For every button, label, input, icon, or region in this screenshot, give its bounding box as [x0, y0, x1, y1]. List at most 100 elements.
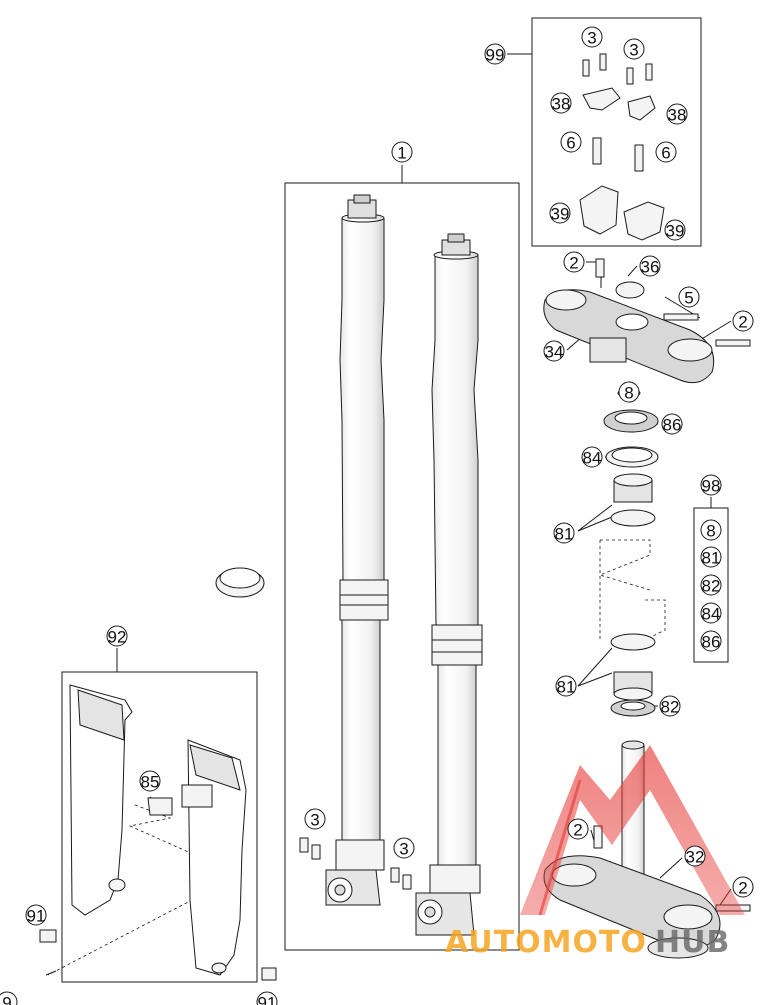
callout-c39a: 39	[549, 202, 571, 224]
callout-label: 3	[310, 811, 319, 830]
callout-c98: 98	[700, 474, 722, 496]
callout-label: 86	[663, 416, 682, 435]
callout-c86a: 86	[661, 413, 683, 435]
callout-label: 86	[702, 633, 721, 652]
callout-c6a: 6	[560, 131, 582, 153]
callout-c5: 5	[678, 286, 700, 308]
callout-c91b: 91	[256, 991, 278, 1005]
callout-label: 8	[706, 522, 715, 541]
callout-label: 6	[661, 144, 670, 163]
callout-label: 6	[566, 134, 575, 153]
guard-bolts	[39, 929, 277, 981]
fork-guard-box	[61, 671, 258, 983]
callout-circle	[25, 904, 47, 926]
callout-c8b: 8	[700, 519, 722, 541]
callout-label: 9	[2, 994, 11, 1005]
callout-c91a: 91	[25, 904, 47, 926]
callout-c2a: 2	[563, 251, 585, 273]
fork-assembly-box	[284, 182, 520, 951]
fork-leg-left	[325, 194, 389, 906]
callout-label: 81	[702, 549, 721, 568]
callout-label: 2	[569, 254, 578, 273]
callout-circle	[700, 519, 722, 541]
callout-c38b: 38	[666, 103, 688, 125]
callout-c8a: 8	[618, 381, 640, 403]
callout-c34: 34	[543, 340, 565, 362]
callout-c2d: 2	[732, 876, 754, 898]
callout-c81b: 81	[555, 675, 577, 697]
callout-c9: 9	[0, 991, 18, 1005]
callout-circle	[391, 141, 413, 163]
callout-label: 85	[141, 773, 160, 792]
callout-label: 82	[702, 577, 721, 596]
callout-label: 3	[587, 29, 596, 48]
watermark-logo-icon	[520, 745, 745, 916]
callout-circle	[732, 310, 754, 332]
callout-c92: 92	[106, 625, 128, 647]
callout-c39b: 39	[664, 219, 686, 241]
fork-leg-right	[415, 233, 483, 936]
callout-circle	[700, 574, 722, 596]
callout-circle	[659, 695, 681, 717]
callout-c82b: 82	[700, 574, 722, 596]
callout-circle	[655, 141, 677, 163]
callout-circle	[666, 103, 688, 125]
callout-c3b: 3	[623, 38, 645, 60]
callout-circle	[553, 522, 575, 544]
callout-label: 36	[641, 258, 660, 277]
callout-label: 84	[702, 605, 721, 624]
callout-label: 38	[552, 95, 571, 114]
callout-c99: 99	[484, 43, 506, 65]
callout-circle	[563, 251, 585, 273]
callout-c3c: 3	[304, 808, 326, 830]
callout-label: 1	[397, 144, 406, 163]
callout-label: 2	[573, 821, 582, 840]
watermark-text-part1: AUTOMOTO	[445, 925, 647, 960]
upper-triple-clamp	[543, 258, 751, 384]
clamp-kit-box	[531, 17, 702, 247]
callout-circle	[139, 770, 161, 792]
callout-c84a: 84	[581, 446, 603, 468]
callout-label: 39	[551, 205, 570, 224]
callout-label: 8	[624, 384, 633, 403]
clamp-kit-parts	[579, 53, 665, 241]
callout-circle	[555, 675, 577, 697]
callout-circle	[623, 38, 645, 60]
callout-label: 82	[661, 698, 680, 717]
callout-label: 81	[557, 678, 576, 697]
callout-circle	[393, 837, 415, 859]
callout-circle	[0, 991, 18, 1005]
callout-label: 91	[258, 994, 277, 1005]
callout-c81a: 81	[553, 522, 575, 544]
callout-circle	[700, 630, 722, 652]
callout-label: 34	[545, 343, 564, 362]
callout-label: 2	[738, 313, 747, 332]
callout-circle	[700, 546, 722, 568]
callout-circle	[661, 413, 683, 435]
callout-c82a: 82	[659, 695, 681, 717]
callout-circle	[664, 219, 686, 241]
callout-circle	[618, 381, 640, 403]
callout-c32: 32	[684, 845, 706, 867]
axle-clamp-bolts	[299, 837, 412, 890]
callout-c1: 1	[391, 141, 413, 163]
steering-bearing-stack	[603, 388, 659, 717]
callout-circle	[256, 991, 278, 1005]
callout-circle	[484, 43, 506, 65]
callout-circle	[700, 602, 722, 624]
callout-label: 32	[686, 848, 705, 867]
callout-label: 38	[668, 106, 687, 125]
callout-c3d: 3	[393, 837, 415, 859]
callout-c36: 36	[639, 255, 661, 277]
callout-circle	[550, 92, 572, 114]
callout-circle	[581, 26, 603, 48]
callout-circle	[549, 202, 571, 224]
callout-label: 84	[583, 449, 602, 468]
callout-label: 99	[486, 46, 505, 65]
callout-c38a: 38	[550, 92, 572, 114]
callout-c81c: 81	[700, 546, 722, 568]
callout-label: 2	[738, 879, 747, 898]
callout-c2c: 2	[567, 818, 589, 840]
fork-guards	[69, 684, 247, 976]
